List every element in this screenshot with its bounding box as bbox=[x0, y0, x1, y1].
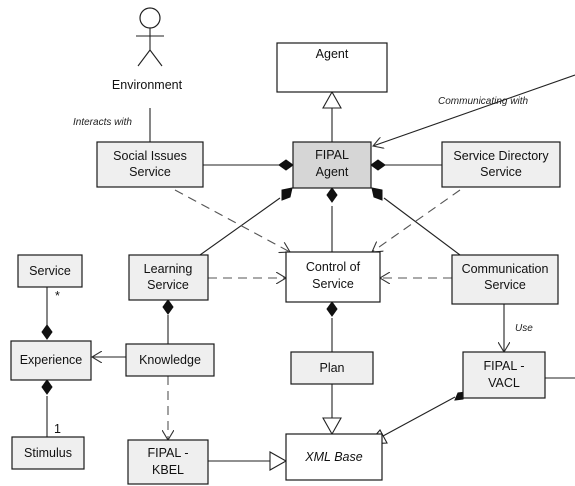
service-directory-line2: Service bbox=[480, 165, 522, 179]
diamond-social bbox=[278, 159, 294, 171]
fipal-kbel-line1: FIPAL - bbox=[148, 446, 189, 460]
xml-base-box bbox=[285, 433, 383, 481]
communication-box bbox=[451, 254, 559, 305]
edge-fipal-learning bbox=[199, 197, 281, 256]
fipal-agent-box bbox=[292, 141, 372, 189]
environment-label: Environment bbox=[112, 78, 183, 92]
communication-line1: Communication bbox=[462, 262, 549, 276]
multiplicity-one: 1 bbox=[54, 422, 61, 436]
social-issues-line2: Service bbox=[129, 165, 171, 179]
service-box bbox=[17, 254, 83, 288]
agent-box bbox=[276, 42, 388, 93]
diamond-stimulus bbox=[41, 379, 53, 395]
experience-label: Experience bbox=[20, 353, 83, 367]
communicating-with-label: Communicating with bbox=[438, 96, 528, 107]
service-label: Service bbox=[29, 264, 71, 278]
stimulus-box bbox=[11, 436, 85, 470]
diamond-learning bbox=[281, 187, 293, 201]
edge-fipal-communication bbox=[383, 197, 461, 256]
actor-head bbox=[139, 7, 161, 29]
use-label: Use bbox=[515, 323, 533, 334]
control-box bbox=[285, 251, 381, 303]
diamond-communication bbox=[371, 187, 383, 201]
edge-vacl-xml bbox=[382, 396, 456, 437]
knowledge-label: Knowledge bbox=[139, 353, 201, 367]
plan-box bbox=[290, 351, 374, 385]
service-directory-box bbox=[441, 141, 561, 188]
actor-left-leg bbox=[137, 49, 151, 67]
xml-base-label: XML Base bbox=[304, 450, 362, 464]
fipal-agent-line1: FIPAL bbox=[315, 148, 349, 162]
control-line2: Service bbox=[312, 277, 354, 291]
fipal-agent-line2: Agent bbox=[316, 165, 349, 179]
social-issues-line1: Social Issues bbox=[113, 149, 187, 163]
learning-line2: Service bbox=[147, 278, 189, 292]
edge-communicating bbox=[373, 74, 575, 146]
fipal-kbel-line2: KBEL bbox=[152, 463, 184, 477]
environment-actor bbox=[136, 7, 164, 67]
multiplicity-many: * bbox=[55, 289, 60, 303]
dep-social-control bbox=[174, 189, 290, 252]
diamond-control bbox=[326, 187, 338, 203]
communication-line2: Service bbox=[484, 278, 526, 292]
social-issues-box bbox=[96, 141, 204, 188]
interacts-with-label: Interacts with bbox=[73, 117, 132, 128]
knowledge-box bbox=[125, 343, 215, 377]
inherit-triangle-kbel bbox=[269, 451, 288, 471]
agent-label: Agent bbox=[316, 47, 349, 61]
diamond-plan bbox=[326, 301, 338, 317]
experience-box bbox=[10, 340, 92, 381]
diamond-knowledge bbox=[162, 299, 174, 315]
fipal-vacl-line1: FIPAL - bbox=[484, 359, 525, 373]
fipal-vacl-box bbox=[462, 351, 546, 399]
stimulus-label: Stimulus bbox=[24, 446, 72, 460]
fipal-vacl-line2: VACL bbox=[488, 376, 520, 390]
inherit-triangle-xml bbox=[322, 417, 342, 436]
service-directory-line1: Service Directory bbox=[453, 149, 549, 163]
actor-right-leg bbox=[149, 49, 163, 67]
diamond-directory bbox=[370, 159, 386, 171]
dep-directory-control bbox=[372, 189, 461, 252]
plan-label: Plan bbox=[319, 361, 344, 375]
learning-box bbox=[128, 254, 209, 301]
learning-line1: Learning bbox=[144, 262, 193, 276]
diamond-service bbox=[41, 324, 53, 340]
inherit-triangle-agent bbox=[322, 90, 342, 109]
control-line1: Control of bbox=[306, 260, 361, 274]
fipal-kbel-box bbox=[127, 439, 209, 485]
